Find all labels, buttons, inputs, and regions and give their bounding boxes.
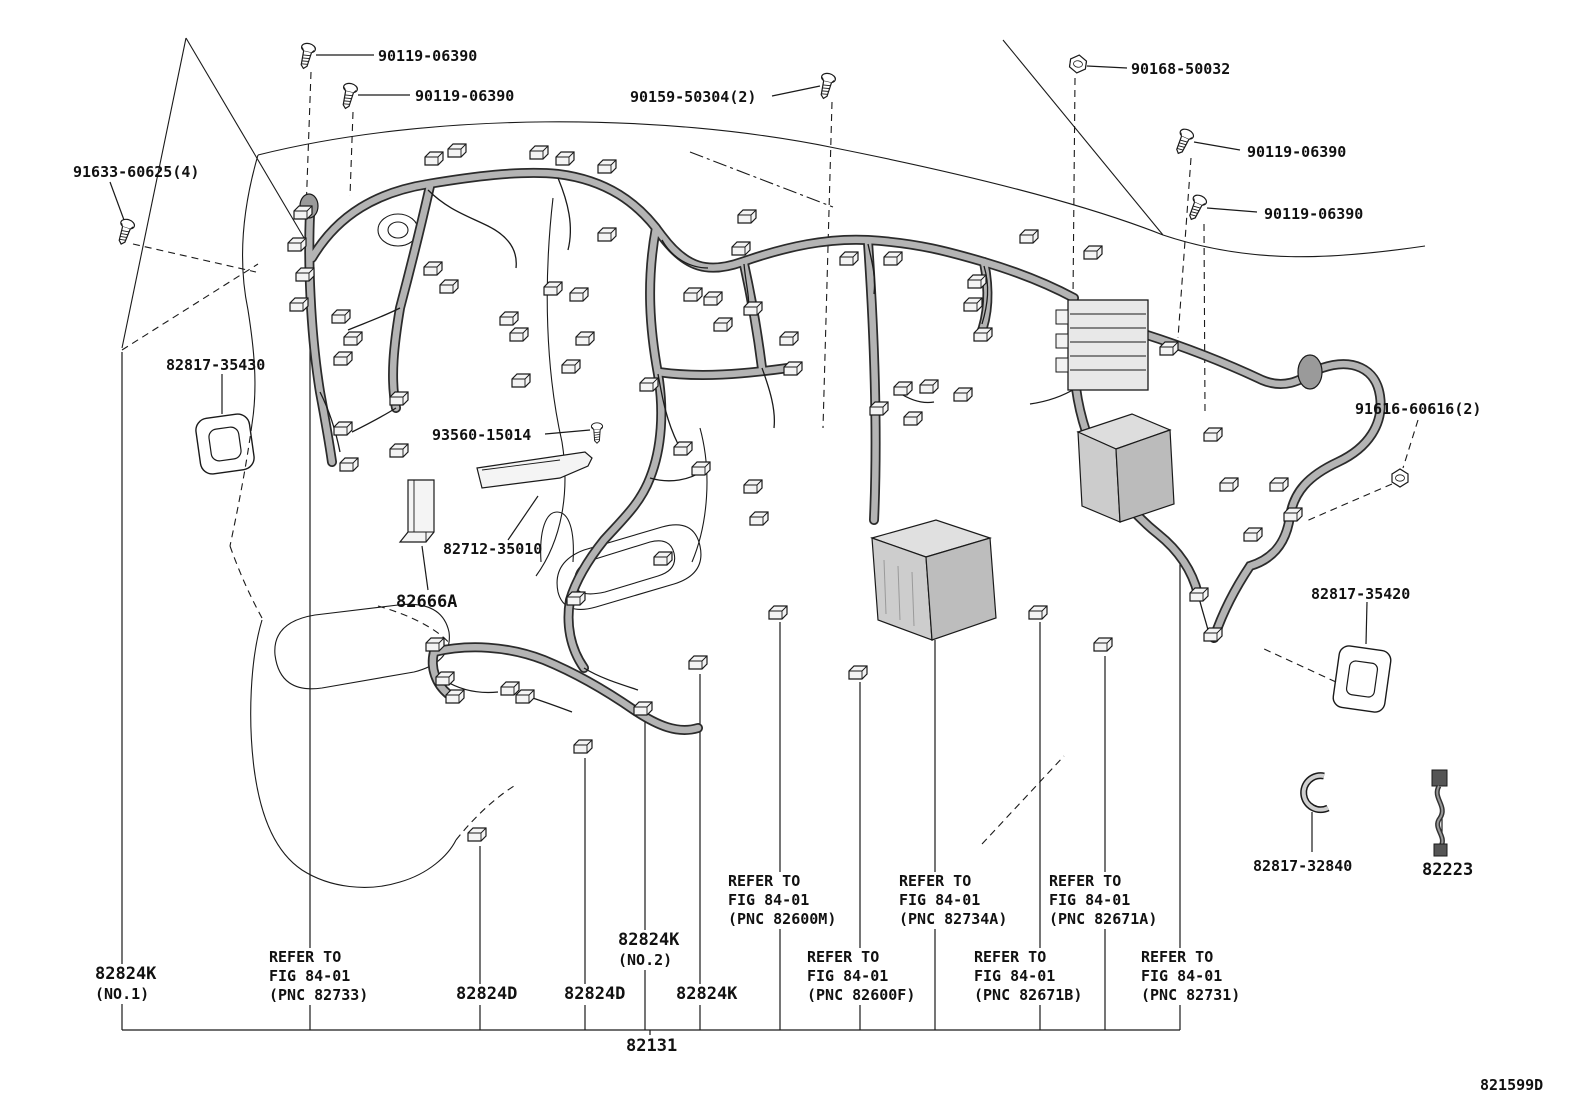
- label-82824k-no1-number: 82824K: [95, 964, 157, 984]
- callout-lines: [109, 54, 1443, 1035]
- relay-82666a: [398, 479, 435, 543]
- label-90159-50304: 90159-50304(2): [630, 88, 757, 106]
- harness-grommet-right: [1297, 354, 1323, 390]
- construction-lines: [121, 71, 1419, 845]
- branch-wires: [319, 177, 1209, 713]
- components: [195, 193, 1448, 857]
- label-82824k-no2-number: 82824K: [618, 930, 680, 950]
- label-90119-06390-4: 90119-06390: [1264, 205, 1364, 223]
- screw-icon: [113, 217, 137, 247]
- label-82824d-1: 82824D: [453, 984, 521, 1005]
- label-82131-main-harness: 82131: [626, 1036, 678, 1056]
- label-82824k-no1-suffix: (NO.1): [95, 985, 150, 1003]
- relay-block: [1076, 413, 1175, 523]
- ecu-box: [870, 519, 997, 641]
- label-82223: 82223: [1422, 860, 1474, 880]
- label-91633-60625: 91633-60625(4): [73, 163, 200, 181]
- label-90168-50032: 90168-50032: [1131, 60, 1231, 78]
- label-93560-15014: 93560-15014: [432, 426, 532, 444]
- label-82824k-plain: 82824K: [673, 984, 741, 1005]
- label-91616-60616: 91616-60616(2): [1355, 400, 1482, 418]
- label-82824k-no2: 82824K (NO.2): [615, 930, 683, 970]
- bracket-82712-35010: [476, 451, 593, 489]
- label-82824d-2: 82824D: [561, 984, 629, 1005]
- junction-block: [1055, 299, 1149, 391]
- label-90119-06390-2: 90119-06390: [415, 87, 515, 105]
- label-82817-35430: 82817-35430: [166, 356, 266, 374]
- wire-82223: [1431, 769, 1448, 857]
- drawing-number: 821599D: [1480, 1076, 1544, 1094]
- label-82824k-no2-suffix: (NO.2): [618, 951, 673, 969]
- instrument-panel-outline: [121, 37, 1426, 888]
- label-90119-06390-1: 90119-06390: [378, 47, 478, 65]
- screw-icon: [590, 422, 604, 444]
- bolt-icon: [1068, 53, 1088, 75]
- label-82666a: 82666A: [396, 592, 458, 612]
- protector-82817-35430: [195, 413, 255, 475]
- screw-icon: [1171, 126, 1196, 157]
- label-82817-35420: 82817-35420: [1311, 585, 1411, 603]
- clip-82817-32840: [1300, 772, 1330, 814]
- label-90119-06390-3: 90119-06390: [1247, 143, 1347, 161]
- label-82824k-no1: 82824K (NO.1): [92, 964, 160, 1004]
- label-82817-32840: 82817-32840: [1253, 857, 1353, 875]
- screw-icon: [296, 41, 317, 71]
- protector-82817-35420: [1332, 645, 1392, 713]
- bolt-icon: [1391, 468, 1409, 488]
- screw-icon: [338, 81, 359, 111]
- label-82712-35010: 82712-35010: [443, 540, 543, 558]
